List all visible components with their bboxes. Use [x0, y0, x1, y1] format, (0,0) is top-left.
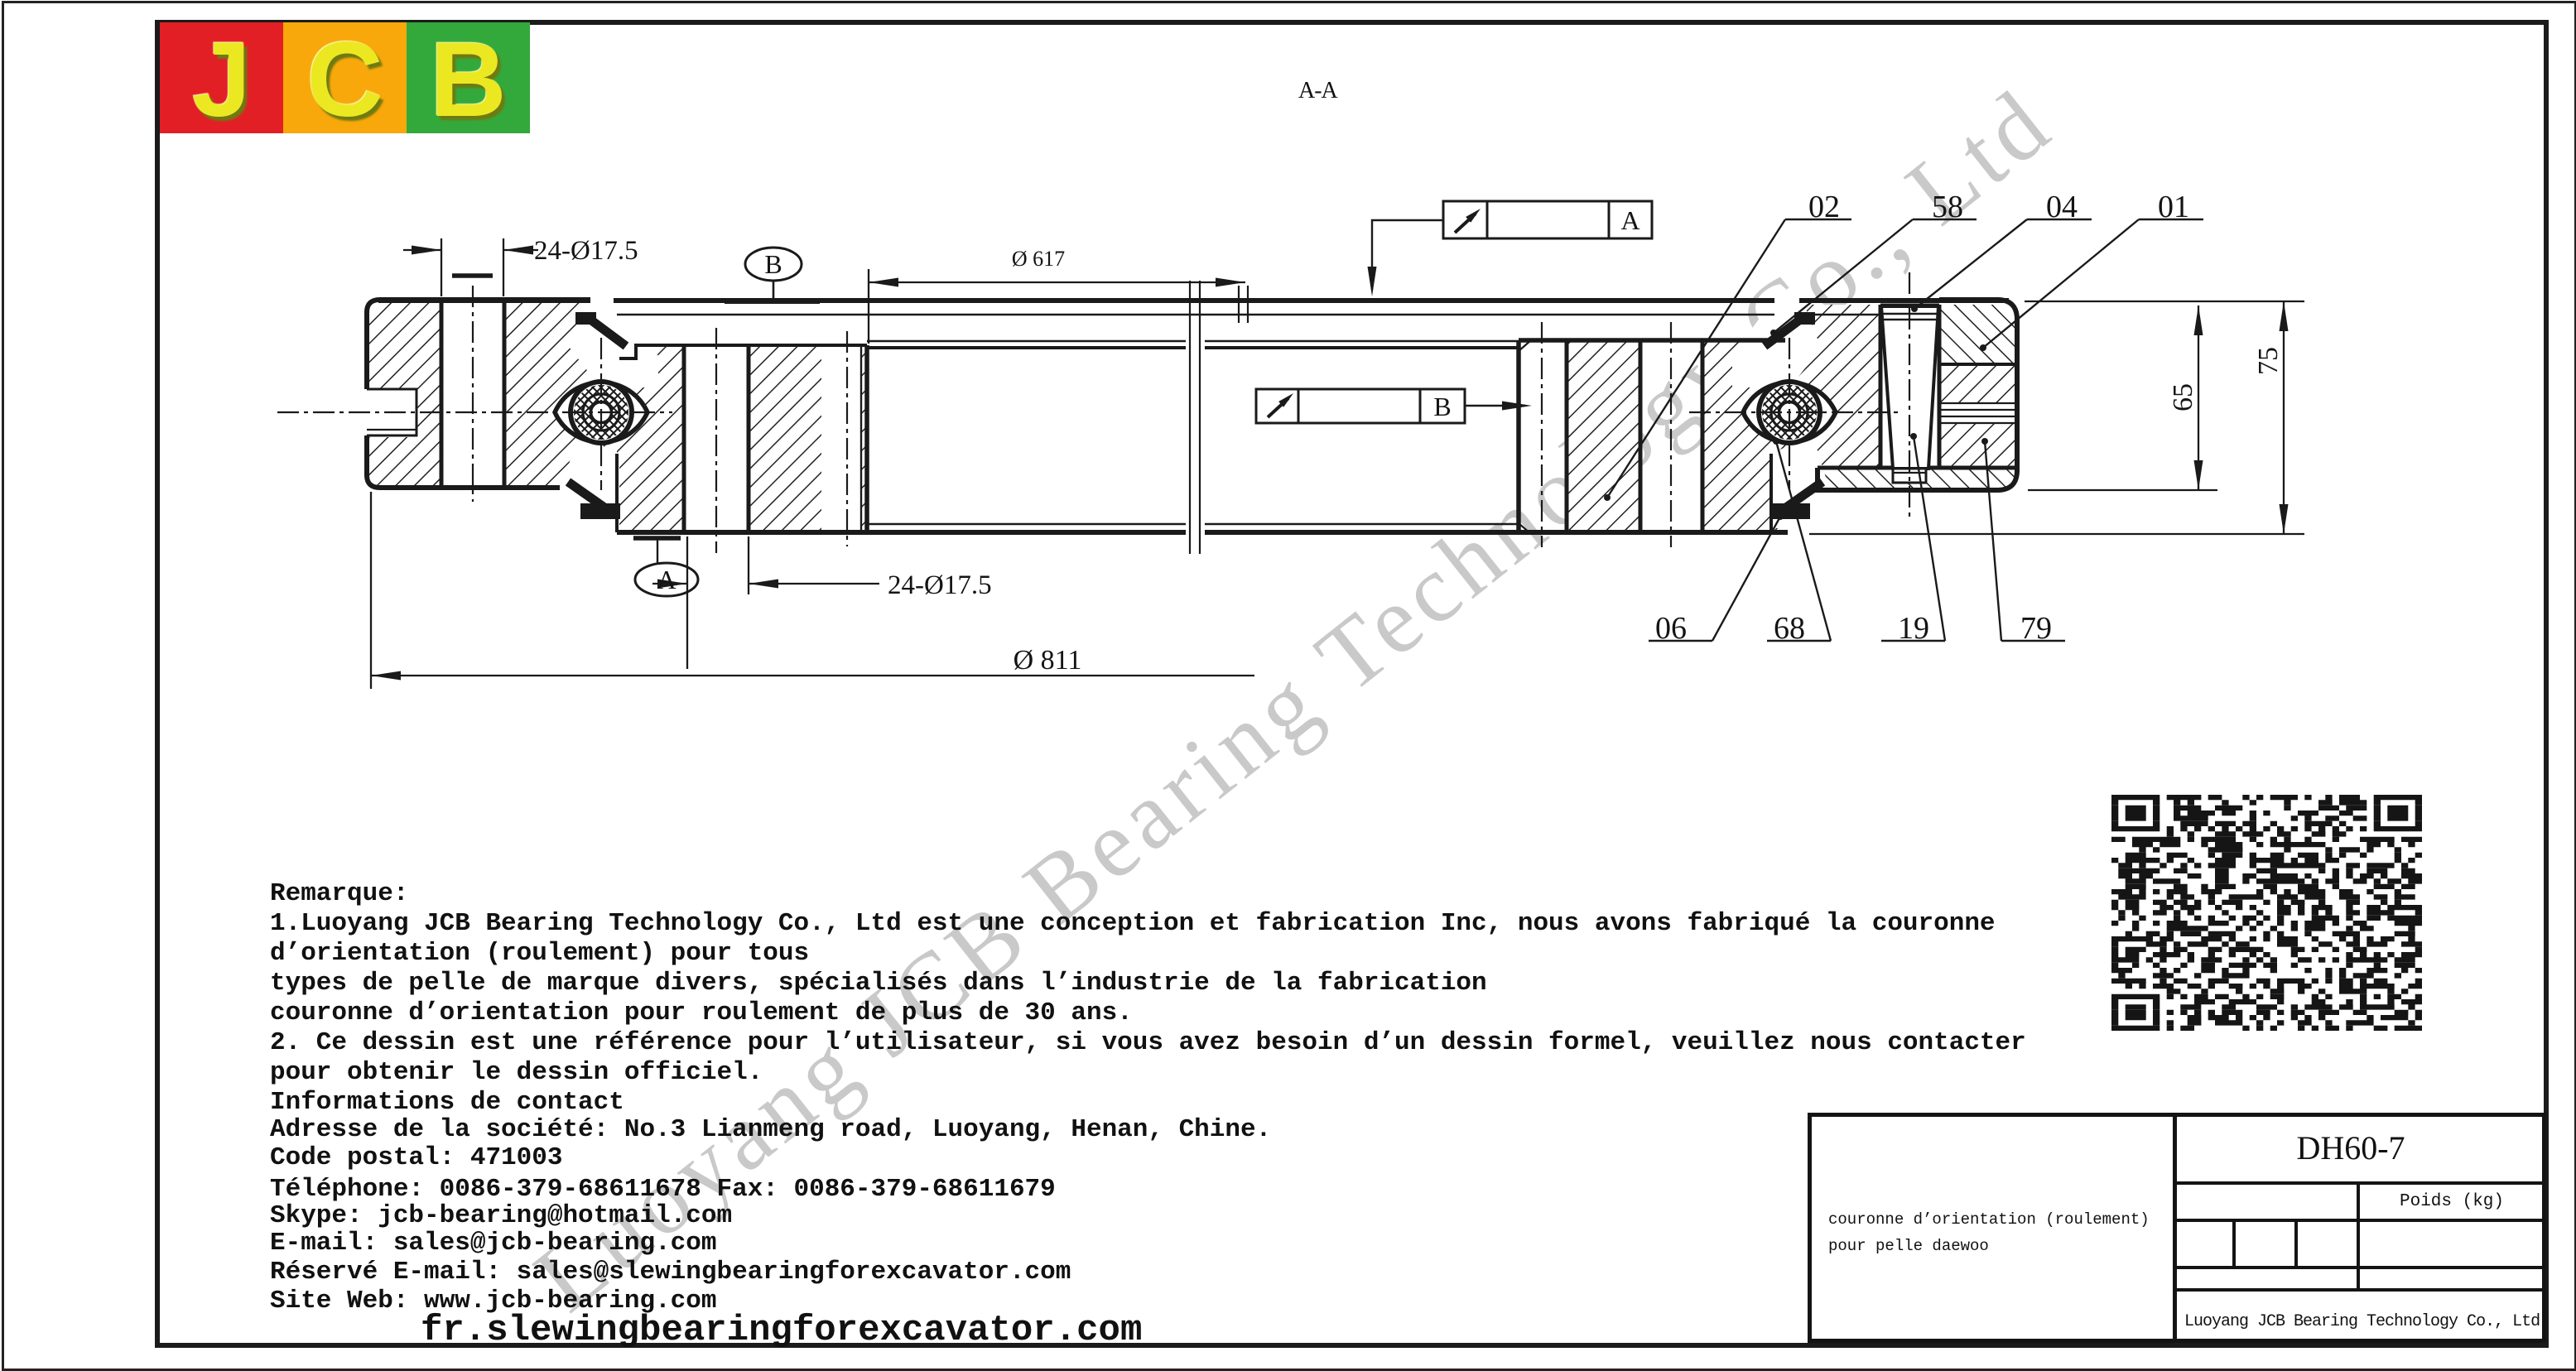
svg-text:Ø 811: Ø 811 — [1014, 645, 1082, 676]
svg-text:75: 75 — [2253, 347, 2284, 375]
svg-text:A: A — [1620, 205, 1639, 235]
svg-text:24-Ø17.5: 24-Ø17.5 — [888, 570, 992, 600]
svg-text:B: B — [764, 249, 782, 279]
svg-text:B: B — [1433, 392, 1451, 421]
svg-text:65: 65 — [2168, 383, 2198, 411]
svg-text:24-Ø17.5: 24-Ø17.5 — [534, 236, 638, 266]
svg-text:A: A — [657, 565, 676, 594]
svg-text:Ø 617: Ø 617 — [1012, 247, 1065, 271]
